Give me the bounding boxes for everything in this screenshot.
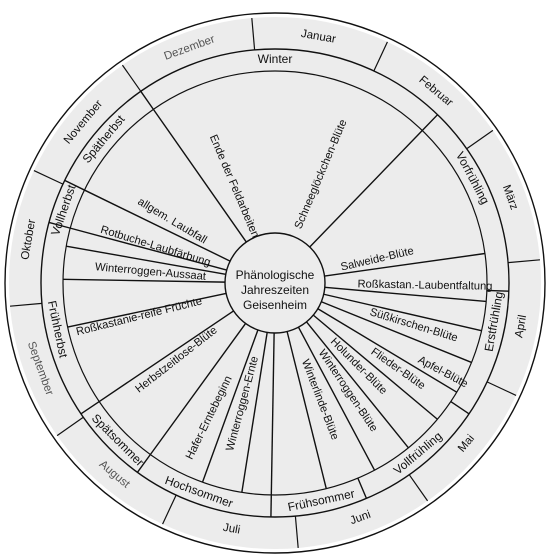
month-divider [294,516,299,549]
event-spoke [324,252,486,277]
event-spoke [309,130,423,248]
month-dividers [9,17,541,549]
event-spoke [152,108,247,243]
month-divider [466,129,494,150]
month-ring-outer [4,12,546,554]
month-divider [373,41,388,72]
event-spoke [286,331,327,489]
season-divider [450,400,470,415]
season-divider [64,179,85,191]
season-divider [486,289,509,292]
event-spoke [324,286,487,303]
month-divider [251,17,256,50]
season-divider [421,114,439,131]
event-spoke [323,293,482,332]
month-divider [508,259,541,264]
center-line-3: Geisenheim [243,298,307,312]
month-label-juli: Juli [222,522,241,537]
center-line-1: Phänologische [236,268,315,282]
month-divider [33,170,64,185]
season-ring [62,70,488,496]
event-spoke [67,292,227,328]
month-label-april: April [513,314,529,339]
event-spokes [63,108,487,495]
month-ring-fill [9,17,541,549]
month-divider [408,474,429,502]
event-spoke [149,323,247,455]
season-divider [80,400,100,415]
center-line-2: Jahreszeiten [241,283,309,297]
event-spoke [270,332,275,495]
event-spoke [66,245,226,276]
month-divider [121,64,142,92]
event-spoke [241,332,268,493]
event-spoke [63,278,226,283]
season-divider [48,221,71,229]
event-spoke [84,189,231,262]
event-spoke [305,321,409,449]
month-divider [9,302,42,307]
center-disc [224,232,326,334]
event-spoke [312,314,438,420]
event-spoke [98,310,234,403]
event-spoke [297,326,376,471]
month-divider [162,494,177,525]
event-spoke [317,308,458,393]
season-divider [140,90,154,110]
month-ring-inner [40,48,510,518]
month-divider [56,416,84,437]
event-spoke [321,301,472,364]
event-spoke [70,227,227,271]
season-divider [136,454,151,473]
season-divider [357,477,368,499]
event-label-3: Roßkastan.-Laubentfaltung [357,278,492,292]
season-label-0: Winter [258,52,293,66]
event-spoke [201,329,259,483]
month-divider [486,381,517,396]
season-dividers [48,90,509,517]
